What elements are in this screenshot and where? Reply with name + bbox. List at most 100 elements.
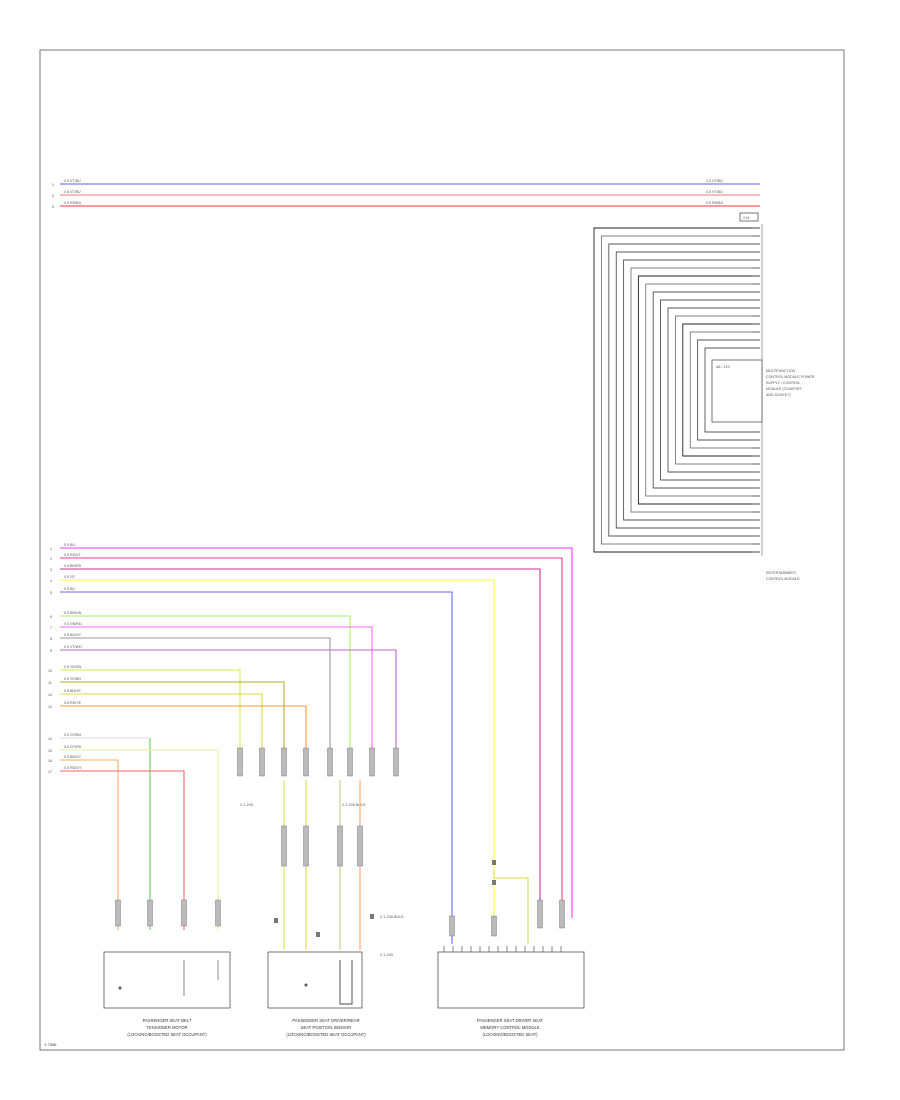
component-1-caption-3: (LOCKING/BOOSTED SEAT OCCUPANT) (127, 1032, 207, 1037)
component-1-motor-symbol (118, 986, 122, 990)
harness-line (608, 243, 760, 537)
g1-pin-1: 1 (50, 547, 52, 551)
g4-wire-3 (60, 749, 219, 930)
g4-code-3: 0.5 BN/GY (64, 755, 82, 759)
harness-line (601, 235, 760, 545)
g1-code-3: 0.5 BN/RD (64, 564, 82, 568)
g3-pin-4: 13 (48, 705, 52, 709)
harness-connector-block (181, 899, 187, 927)
g2-code-3: 0.5 BU/GY (64, 633, 82, 637)
g3-wire-3 (60, 693, 263, 750)
module-top: A8 / 1X4 MULTIFUNCTION CONTROL MODULE PO… (593, 224, 815, 581)
g2-pin-4: 9 (50, 649, 52, 653)
splice-connector (303, 747, 309, 777)
module-top-title-1: MULTIFUNCTION (766, 369, 795, 373)
g2-code-4: 0.5 VT/WH (64, 645, 82, 649)
g4-code-1: 0.5 GY/BU (64, 733, 82, 737)
harness-connector-block (491, 915, 497, 937)
module-top-title-5: AND SOCKET) (766, 393, 791, 397)
component-3: PASSENGER SEAT DRIVER SEAT MEMORY CONTRO… (437, 951, 585, 1037)
component-3-caption-1: PASSENGER SEAT DRIVER SEAT (477, 1018, 544, 1023)
component-2-inner-path (339, 960, 353, 1005)
g2-pin-3: 8 (50, 637, 52, 641)
g1-wire-3 (60, 568, 541, 918)
g2-code-1: 0.5 BN/GN (64, 611, 82, 615)
harness-line (704, 347, 760, 433)
g1-pin-3: 3 (50, 568, 52, 572)
harness-line (593, 227, 760, 553)
harness-line (682, 323, 760, 457)
splice-connector (259, 747, 265, 777)
harness-line (667, 307, 760, 473)
harness-line (637, 275, 760, 505)
g2-wire-1 (60, 615, 351, 750)
diagram-frame (39, 49, 845, 1051)
module-top-inner-box (711, 359, 763, 423)
mid-bus: 1 2 3 4 5 0.5 BU 0.5 RD/VT 0.5 BN/RD 0.5… (48, 543, 573, 944)
splice-connectors (237, 747, 399, 777)
harness-connector-block (303, 825, 309, 867)
module-bottom-label-2: CONTROL MODULE (766, 577, 800, 581)
g1-pin-5: 5 (50, 591, 52, 595)
module-harness-lines (593, 224, 763, 556)
g2-wire-4 (60, 649, 397, 750)
g3-code-3: 0.5 BN/YE (64, 689, 81, 693)
top-wire-2-code-right: 0.5 VT/BU (706, 190, 723, 194)
inline-terminal (370, 914, 374, 919)
splice-connector (347, 747, 353, 777)
g1-code-2: 0.5 RD/VT (64, 553, 82, 557)
harness-line (652, 291, 760, 489)
harness-line (689, 331, 760, 449)
component-2-box (267, 951, 363, 1009)
top-wire-3-code-right: 0.5 RD/BU (706, 201, 724, 205)
top-right-tag-box (739, 212, 759, 222)
component-2: PASSENGER SEAT DRIVER/REAR SEAT POSITION… (267, 951, 366, 1037)
g1-wire-1 (60, 547, 573, 918)
mid-connector-blocks (115, 825, 565, 937)
g1-wire-2 (60, 557, 563, 918)
g3-pin-1: 10 (48, 669, 52, 673)
harness-connector-block (559, 899, 565, 929)
frame-label: Y-7986 (44, 1042, 57, 1047)
g2-wire-3 (60, 637, 331, 750)
g2-pin-1: 6 (50, 615, 52, 619)
g4-code-2: 0.5 GY/RD (64, 745, 82, 749)
top-wire-1-code-left: 0.5 VT/BU (64, 179, 81, 183)
g3-wire-1 (60, 669, 241, 750)
harness-line (623, 259, 760, 521)
harness-connector-block (537, 899, 543, 929)
g3-code-4: 0.5 RD/YE (64, 701, 82, 705)
g4-code-4: 0.5 RD/GY (64, 766, 82, 770)
connector-label-lower: X 1-2X5 (380, 953, 393, 957)
component-2-caption-1: PASSENGER SEAT DRIVER/REAR (292, 1018, 359, 1023)
top-pin-3: 3 (52, 205, 54, 209)
harness-line (697, 339, 760, 441)
harness-line (645, 283, 760, 497)
lw-5 (493, 870, 529, 944)
harness-line (660, 299, 760, 481)
harness-connector-block (215, 899, 221, 927)
g1-code-1: 0.5 BU (64, 543, 75, 547)
component-3-caption-2: MEMORY CONTROL MODULE (480, 1025, 539, 1030)
connector-label-upper: X 1-2X6 BULK (380, 915, 404, 919)
splice-connector (369, 747, 375, 777)
g2-pin-2: 7 (50, 626, 52, 630)
g1-wire-5 (60, 591, 453, 944)
g3-pin-3: 12 (48, 693, 52, 697)
component-3-box (437, 951, 585, 1009)
component-3-pins (443, 946, 562, 952)
top-wire-3-code-left: 0.5 RD/BU (64, 201, 82, 205)
component-1-caption-1: PASSENGER SEAT BELT (143, 1018, 192, 1023)
g1-wire-4 (60, 579, 495, 918)
harness-connector-block (357, 825, 363, 867)
harness-connector-block (115, 899, 121, 927)
g3-code-1: 0.5 YE/GN (64, 665, 82, 669)
g4-pin-3: 16 (48, 759, 52, 763)
top-wire-1-code-right: 0.5 VT/BU (706, 179, 723, 183)
inline-terminal (492, 860, 496, 865)
module-top-inner-label: A8 / 1X4 (716, 365, 730, 369)
g3-wire-4 (60, 705, 307, 750)
g1-code-5: 0.5 BU (64, 587, 75, 591)
g3-wire-2 (60, 681, 285, 750)
